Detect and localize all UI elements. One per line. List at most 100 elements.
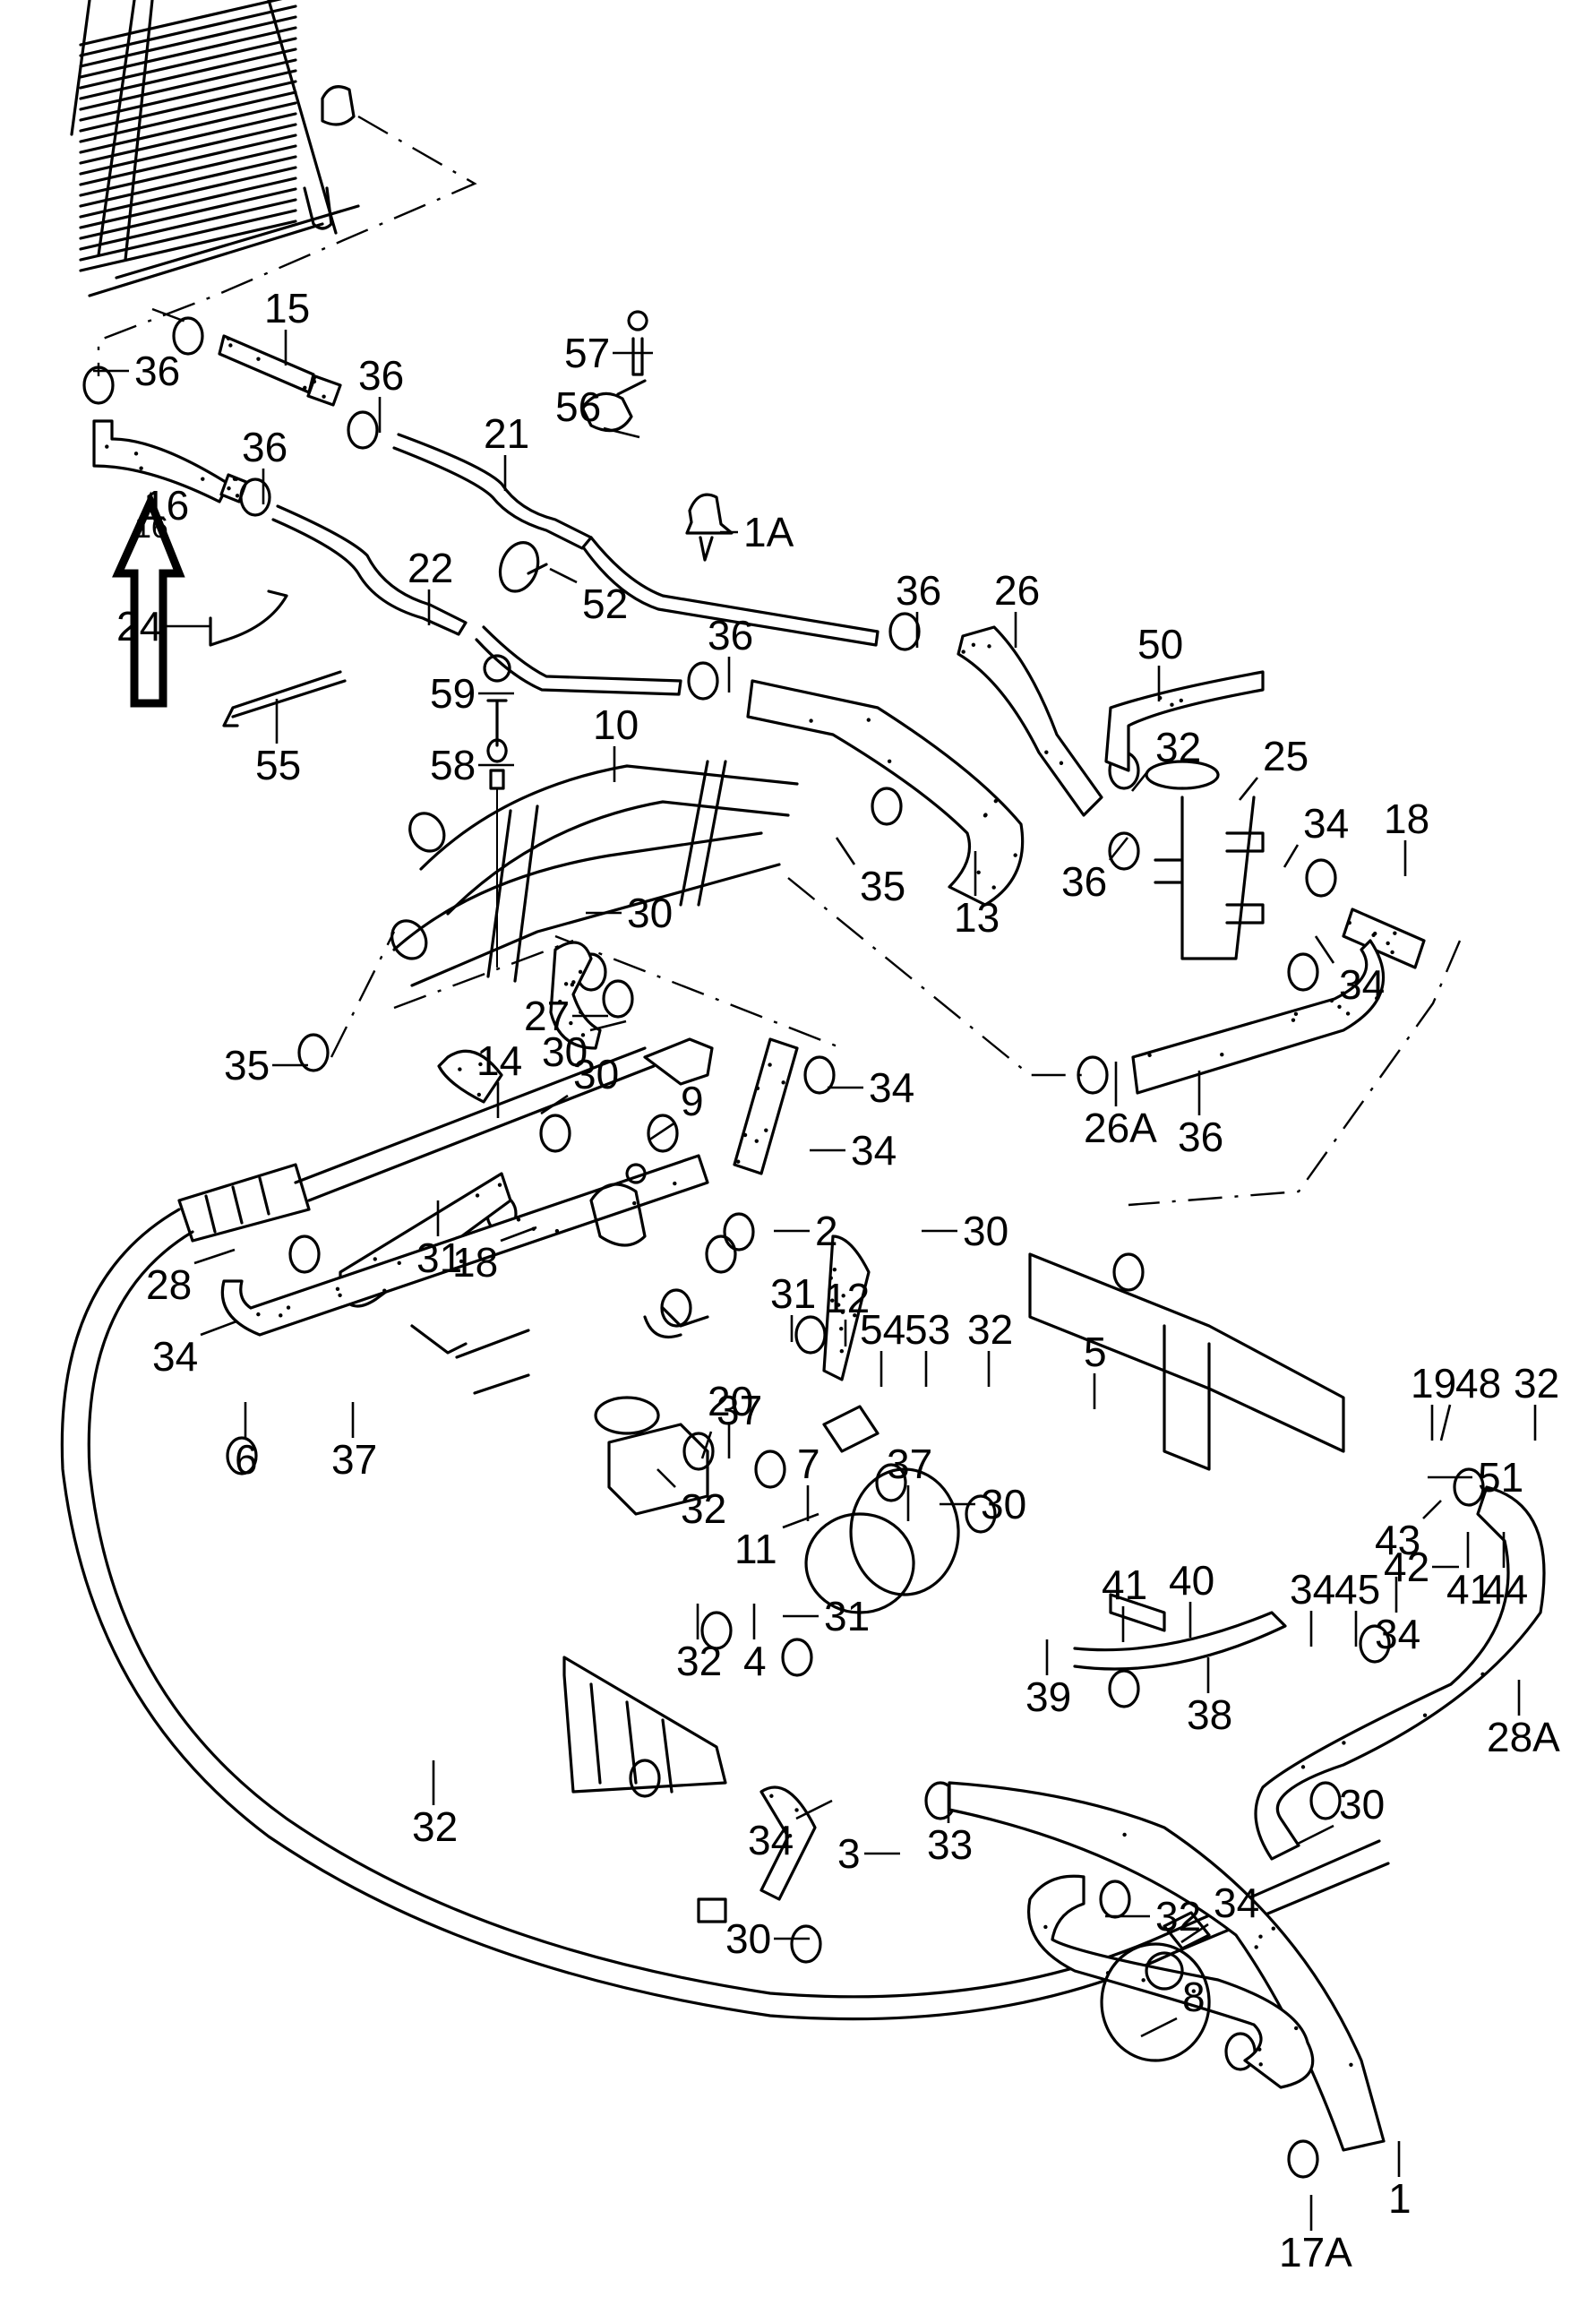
leader-line	[1316, 936, 1334, 963]
callout-label: 19	[1411, 1360, 1456, 1407]
hose-clamp	[348, 412, 377, 448]
hose-texture-dot	[1348, 921, 1351, 925]
hose-clamp	[792, 1926, 820, 1962]
hose-texture-dot	[1371, 933, 1375, 937]
hose-texture-dot	[105, 444, 108, 448]
hose-texture-dot	[228, 343, 232, 347]
callout-label: 36	[134, 348, 180, 394]
hose-texture-dot	[555, 1229, 559, 1233]
hose-texture-dot	[1170, 702, 1173, 706]
callout-label: 37	[716, 1387, 762, 1433]
callout-label: 39	[1025, 1673, 1071, 1720]
leader-line	[604, 428, 639, 437]
hose-texture-dot	[1258, 1934, 1262, 1938]
hose-clamp	[1078, 1057, 1107, 1093]
callout-label: 45	[1334, 1566, 1380, 1613]
radiator-fin	[81, 92, 296, 142]
hose-texture-dot	[1060, 761, 1063, 765]
leader-line	[201, 1321, 236, 1335]
hose-texture-dot	[987, 644, 991, 648]
callout-label: 32	[681, 1485, 726, 1532]
callout-label: 50	[1137, 621, 1183, 667]
hose-texture-dot	[1141, 1978, 1145, 1982]
callout-label: 7	[797, 1441, 820, 1487]
callout-label: 22	[408, 545, 453, 591]
leader-line	[550, 569, 577, 582]
hose-texture-dot	[1301, 1765, 1305, 1768]
callout-label: 26A	[1084, 1105, 1157, 1151]
hose-texture-dot	[1291, 1018, 1295, 1021]
callout-label: 9	[681, 1078, 704, 1124]
hose-texture-dot	[233, 477, 236, 480]
hose-clamp	[604, 981, 632, 1017]
callout-label: 13	[954, 894, 1000, 941]
radiator-fin	[81, 17, 296, 66]
hose-texture-dot	[313, 380, 316, 383]
callout-label: 32	[1155, 724, 1201, 770]
callout-label: 4	[743, 1638, 767, 1684]
leader-line	[1423, 1501, 1441, 1518]
hose-texture-dot	[1346, 1011, 1350, 1015]
hose-clamp	[796, 1317, 825, 1353]
hose-texture-dot	[1180, 699, 1183, 702]
hose-clamp	[241, 479, 270, 515]
callout-label: 51	[1478, 1454, 1523, 1501]
hose-texture-dot	[1043, 1925, 1047, 1929]
hose-texture-dot	[201, 477, 204, 480]
callout-label: 35	[860, 863, 905, 909]
callout-label: 17A	[1279, 2229, 1352, 2275]
callout-label: 30	[573, 1051, 619, 1097]
callout-label: 30	[963, 1208, 1008, 1254]
callout-label: 33	[927, 1821, 973, 1868]
hose-texture-dot	[1294, 1012, 1298, 1016]
radiator-fin	[81, 82, 296, 131]
hose-texture-dot	[1349, 2063, 1352, 2067]
hose-clamps	[84, 318, 1483, 2177]
hose-clamp	[1101, 1881, 1129, 1917]
callout-label: 36	[358, 352, 404, 399]
hose-texture-dot	[781, 1080, 785, 1084]
callout-label: 34	[1339, 961, 1385, 1008]
hose-texture-dot	[256, 357, 260, 360]
callout-label: 30	[725, 1915, 771, 1962]
callout-label: 36	[708, 612, 753, 658]
hose-texture-dot	[256, 1312, 260, 1316]
hose-texture-dot	[373, 1257, 377, 1260]
hose-clamp	[1311, 1783, 1340, 1819]
radiator-fin	[81, 157, 296, 206]
callout-label: 38	[1187, 1691, 1232, 1738]
hose-texture-dot	[769, 1794, 773, 1798]
hose-clamp	[541, 1115, 570, 1151]
radiator-fin	[81, 221, 296, 271]
callout-label: 24	[116, 603, 162, 650]
hose-texture-dot	[1013, 853, 1017, 856]
hose-texture-dot	[1294, 2026, 1298, 2030]
hose-texture-dot	[632, 1201, 636, 1205]
callout-label: 1	[1388, 2175, 1412, 2222]
callout-label: 18	[452, 1239, 498, 1286]
hose-texture-dot	[736, 1160, 740, 1164]
hose-texture-dot	[994, 799, 998, 803]
callout-label: 58	[430, 742, 476, 788]
callout-label: 34	[152, 1333, 198, 1380]
callout-label: 21	[484, 410, 529, 457]
callout-label: 30	[627, 890, 673, 936]
callout-label: 25	[1263, 733, 1309, 779]
callout-label: 16	[143, 482, 189, 529]
callout-label: 52	[582, 581, 628, 627]
hose-clamp	[689, 663, 717, 699]
hose-texture-dot	[1258, 2062, 1262, 2066]
callout-label: 1A	[743, 509, 794, 555]
hose-clamp	[1110, 833, 1138, 869]
hose-texture-dot	[303, 386, 306, 390]
callout-label: 26	[994, 567, 1040, 614]
callout-label: 3	[837, 1830, 861, 1877]
callout-label: 34	[748, 1817, 794, 1863]
callout-label: 32	[967, 1306, 1013, 1353]
hose-texture-dot	[227, 486, 230, 490]
hose-texture-dot	[839, 1327, 843, 1330]
callout-label: 28A	[1487, 1714, 1560, 1760]
radiator-fin	[81, 39, 296, 88]
hose-texture-dot	[972, 643, 975, 647]
